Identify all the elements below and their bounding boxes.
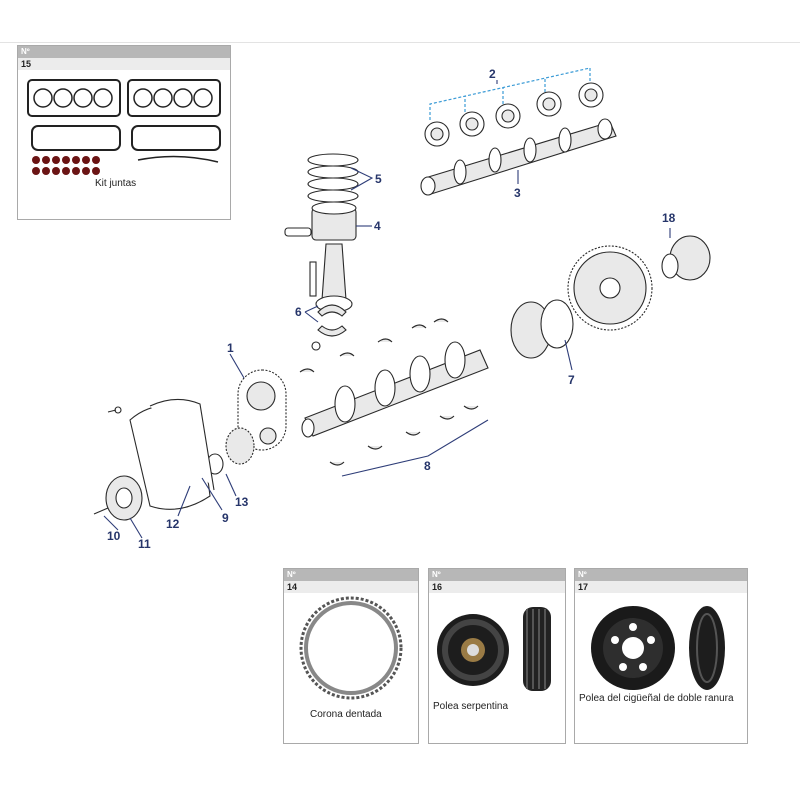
callout-18: 18 <box>662 211 676 225</box>
inset-header: Nº <box>284 569 418 581</box>
inset-header: Nº <box>429 569 565 581</box>
piston-rod-icon[interactable] <box>284 201 357 313</box>
cam-bearing-icon[interactable] <box>424 82 604 147</box>
inset-caption: Corona dentada <box>310 709 382 720</box>
crankshaft-icon[interactable] <box>301 341 489 438</box>
inset-caption: Kit juntas <box>95 178 137 189</box>
callout-5: 5 <box>375 172 382 186</box>
callout-2: 2 <box>489 67 496 81</box>
callout-7: 7 <box>568 373 575 387</box>
crank-sprocket-icon[interactable] <box>206 427 255 475</box>
piston-rings-icon[interactable] <box>307 153 359 203</box>
timing-cover-icon[interactable] <box>107 398 215 510</box>
gasket-kit-icon <box>27 79 221 175</box>
inset-number: 17 <box>575 581 747 593</box>
ring-gear-icon <box>299 596 403 700</box>
callout-1: 1 <box>227 341 234 355</box>
inset-serpentine-pulley[interactable]: Nº 16 Polea serpentina <box>428 568 566 744</box>
callout-10: 10 <box>107 529 121 543</box>
flywheel-icon[interactable] <box>567 245 653 331</box>
callout-13: 13 <box>235 495 249 509</box>
callout-8: 8 <box>424 459 431 473</box>
inset-crank-pulley[interactable]: Nº 17 Polea del cigüeñal de doble ranura <box>574 568 748 744</box>
main-bearings-icon[interactable] <box>299 318 479 466</box>
crank-pulley-icon <box>591 606 725 690</box>
rear-main-seal-icon[interactable] <box>510 299 574 359</box>
inset-number: 15 <box>18 58 230 70</box>
callout-3: 3 <box>514 186 521 200</box>
callout-4: 4 <box>374 219 381 233</box>
inset-number: 14 <box>284 581 418 593</box>
inset-header: Nº <box>575 569 747 581</box>
callout-12: 12 <box>166 517 180 531</box>
rod-bearing-icon[interactable] <box>311 304 347 351</box>
serpentine-pulley-icon <box>437 607 551 691</box>
timing-chain-icon[interactable] <box>237 369 287 451</box>
inset-number: 16 <box>429 581 565 593</box>
inset-caption: Polea serpentina <box>433 701 509 712</box>
callout-11: 11 <box>138 537 151 551</box>
camshaft-icon[interactable] <box>420 118 617 196</box>
inset-ring-gear[interactable]: Nº 14 Corona dentada <box>283 568 419 744</box>
harmonic-balancer-icon[interactable] <box>93 475 143 521</box>
inset-gasket-kit[interactable]: Nº 15 Kit juntas <box>17 45 231 220</box>
callout-6: 6 <box>295 305 302 319</box>
inset-caption: Polea del cigüeñal de doble ranura <box>579 693 734 704</box>
callout-9: 9 <box>222 511 229 525</box>
top-divider <box>0 42 800 43</box>
pilot-bearing-icon[interactable] <box>661 235 711 281</box>
inset-header: Nº <box>18 46 230 58</box>
